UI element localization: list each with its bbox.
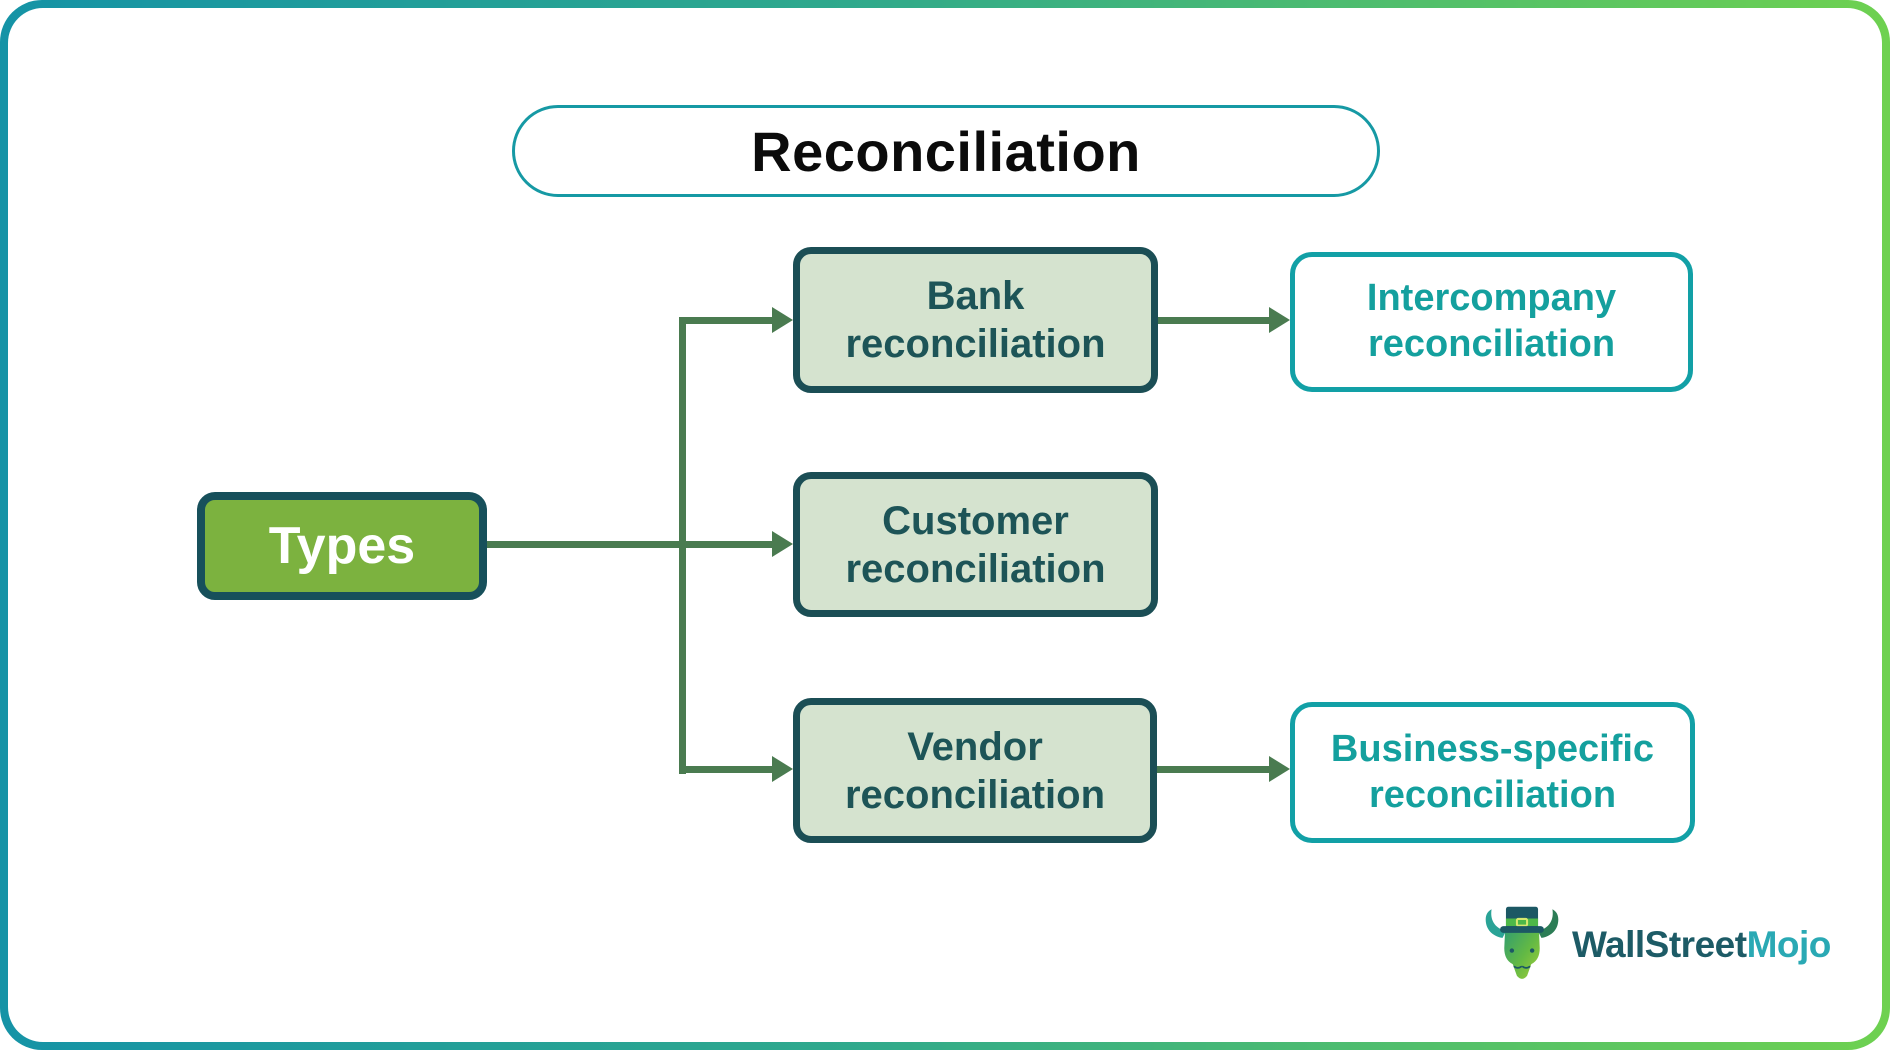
arrowhead-vendor: [772, 756, 793, 782]
node-business-label: Business-specific reconciliation: [1330, 727, 1655, 816]
diagram-title: Reconciliation: [512, 105, 1380, 197]
node-types-label: Types: [268, 516, 416, 575]
bull-top-hat-icon: [1484, 901, 1560, 990]
connector-to-vendor: [679, 766, 776, 773]
node-customer-reconciliation: Customer reconciliation: [793, 472, 1158, 617]
node-bank-reconciliation: Bank reconciliation: [793, 247, 1158, 393]
connector-to-bank: [679, 317, 776, 324]
arrowhead-bank: [772, 307, 793, 333]
diagram-title-label: Reconciliation: [751, 119, 1141, 183]
arrowhead-customer: [772, 531, 793, 557]
node-business-specific-reconciliation: Business-specific reconciliation: [1290, 702, 1695, 843]
node-bank-label: Bank reconciliation: [845, 274, 1106, 366]
node-types: Types: [197, 492, 487, 600]
connector-types-to-customer: [487, 541, 777, 548]
arrowhead-business: [1269, 756, 1290, 782]
brand-name-primary: WallStreet: [1572, 924, 1747, 965]
node-vendor-label: Vendor reconciliation: [844, 724, 1106, 817]
node-customer-label: Customer reconciliation: [845, 498, 1106, 591]
connector-bank-to-intercompany: [1158, 317, 1271, 324]
brand-name: WallStreetMojo: [1572, 924, 1831, 966]
connector-vendor-to-business: [1157, 766, 1271, 773]
brand-logo: WallStreetMojo: [1484, 901, 1831, 989]
brand-name-secondary: Mojo: [1746, 924, 1832, 965]
node-intercompany-label: Intercompany reconciliation: [1366, 277, 1617, 365]
node-intercompany-reconciliation: Intercompany reconciliation: [1290, 252, 1693, 392]
connector-trunk-vertical: [679, 317, 686, 774]
node-vendor-reconciliation: Vendor reconciliation: [793, 698, 1157, 843]
arrowhead-intercompany: [1269, 307, 1290, 333]
